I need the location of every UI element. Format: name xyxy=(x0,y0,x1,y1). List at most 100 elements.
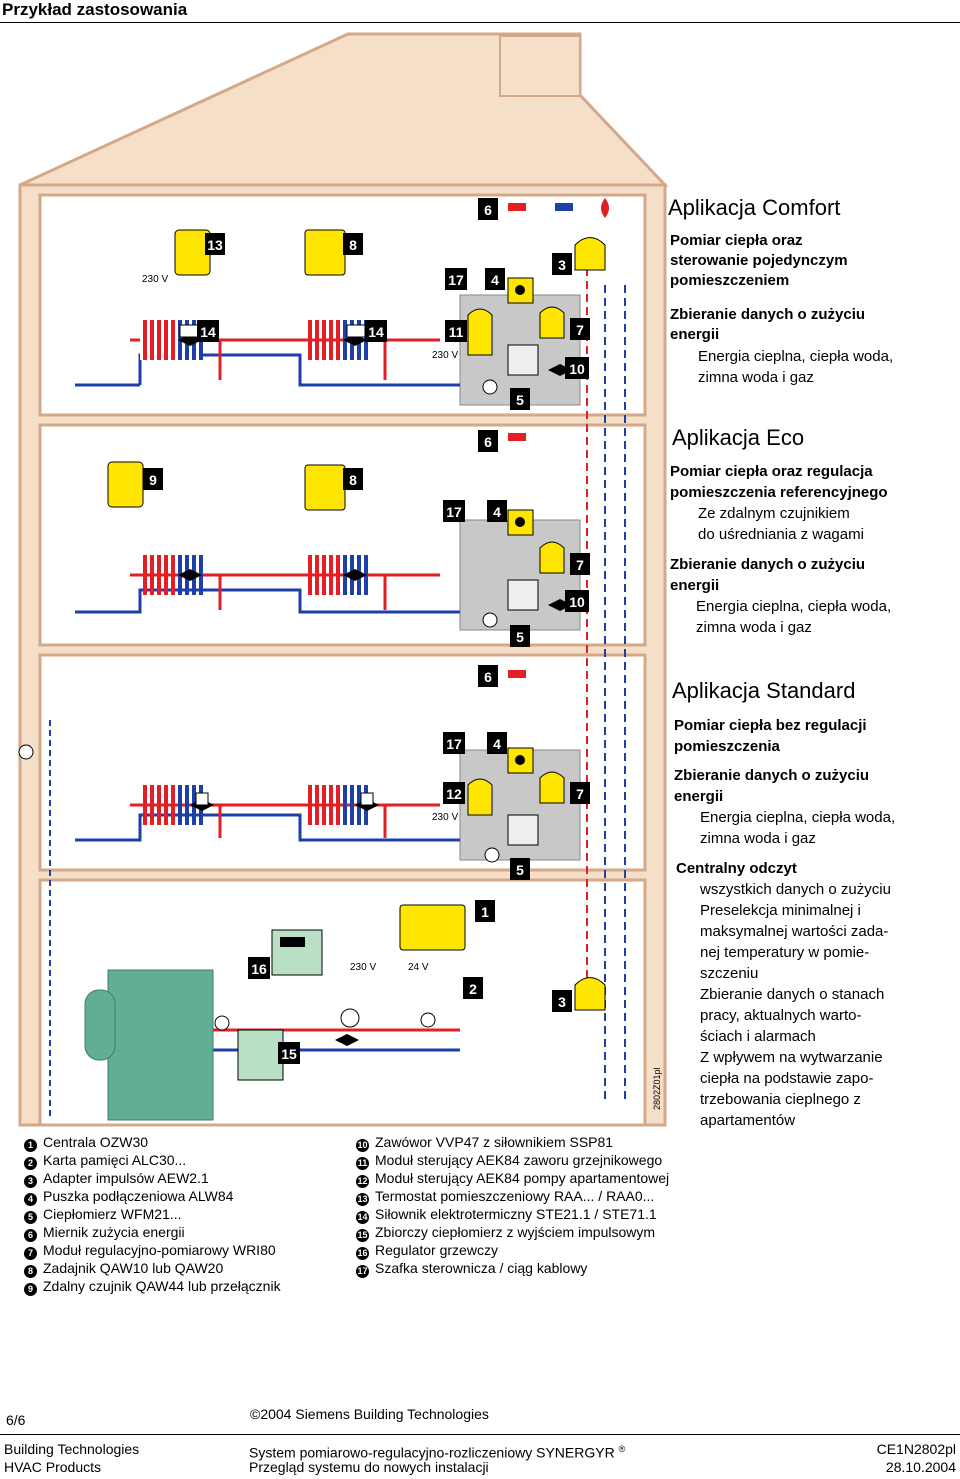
heat-meter-collective xyxy=(237,1029,284,1081)
svg-text:1: 1 xyxy=(481,904,489,920)
number-badges xyxy=(143,198,590,1064)
svg-text:16: 16 xyxy=(251,961,267,977)
comfort-data-2: energii xyxy=(670,326,720,343)
footer-company: Building Technologies xyxy=(4,1441,140,1457)
central-line: apartamentów xyxy=(700,1112,796,1129)
svg-text:14: 14 xyxy=(368,324,384,340)
svg-text:7: 7 xyxy=(576,786,584,802)
comfort-data-1: Zbieranie danych o zużyciu xyxy=(670,306,866,323)
footer-doc-title: Przegląd systemu do nowych instalacji xyxy=(249,1459,489,1475)
svg-text:2802Z01pl: 2802Z01pl xyxy=(652,1067,662,1110)
svg-text:4: 4 xyxy=(493,504,501,520)
pump xyxy=(340,1008,360,1028)
svg-text:4: 4 xyxy=(493,736,501,752)
comfort-sub-2: sterowanie pojedynczym xyxy=(670,252,848,269)
standard-sub-1: Pomiar ciepła bez regulacji xyxy=(674,717,867,734)
footer-date: 28.10.2004 xyxy=(885,1459,956,1475)
svg-text:17: 17 xyxy=(448,272,464,288)
standard-title: Aplikacja Standard xyxy=(672,678,856,703)
svg-text:17: 17 xyxy=(446,736,462,752)
footer-doc-code: CE1N2802pl xyxy=(876,1441,956,1457)
svg-text:14: 14 xyxy=(200,324,216,340)
central-title: Centralny odczyt xyxy=(676,860,797,877)
tap-icons xyxy=(508,198,609,678)
standard-data-2: energii xyxy=(674,788,724,805)
central-line: pracy, aktualnych warto- xyxy=(700,1007,862,1024)
svg-text:230 V: 230 V xyxy=(432,812,458,823)
comfort-sub-3: pomieszczeniem xyxy=(670,272,790,289)
comfort-detail-2: zimna woda i gaz xyxy=(698,369,814,386)
svg-text:3: 3 xyxy=(558,257,566,273)
central-line: Zbieranie danych o stanach xyxy=(700,986,885,1003)
svg-text:8: 8 xyxy=(349,472,357,488)
footer-division: HVAC Products xyxy=(4,1459,101,1475)
svg-text:5: 5 xyxy=(516,392,524,408)
comfort-detail-1: Energia cieplna, ciepła woda, xyxy=(698,348,894,365)
svg-text:11: 11 xyxy=(449,324,464,340)
svg-text:24 V: 24 V xyxy=(408,962,429,973)
eco-sub-1: Pomiar ciepła oraz regulacja xyxy=(670,463,873,480)
header-rule xyxy=(0,22,960,23)
standard-sub-2: pomieszczenia xyxy=(674,738,780,755)
central-line: Z wpływem na wytwarzanie xyxy=(700,1049,883,1066)
svg-text:8: 8 xyxy=(349,237,357,253)
svg-text:12: 12 xyxy=(446,786,462,802)
central-line: szczeniu xyxy=(700,965,759,982)
comfort-title: Aplikacja Comfort xyxy=(668,195,841,220)
eco-det-1: Ze zdalnym czujnikiem xyxy=(698,505,850,522)
svg-text:13: 13 xyxy=(207,237,223,253)
eco-sub-2: pomieszczenia referencyjnego xyxy=(670,484,888,501)
svg-text:4: 4 xyxy=(491,272,499,288)
eco-det-2: do uśredniania z wagami xyxy=(698,526,864,543)
svg-text:230 V: 230 V xyxy=(432,350,458,361)
svg-text:230 V: 230 V xyxy=(350,962,376,973)
svg-text:7: 7 xyxy=(576,557,584,573)
standard-detail-1: Energia cieplna, ciepła woda, xyxy=(700,809,896,826)
central-line: ciepła na podstawie zapo- xyxy=(700,1070,874,1087)
eco-detail-1: Energia cieplna, ciepła woda, xyxy=(696,598,892,615)
chimney xyxy=(499,35,581,97)
copyright: ©2004 Siemens Building Technologies xyxy=(250,1406,489,1422)
svg-text:17: 17 xyxy=(446,504,462,520)
comfort-sub-1: Pomiar ciepła oraz xyxy=(670,232,803,249)
central-line: wszystkich danych o zużyciu xyxy=(700,881,891,898)
svg-text:9: 9 xyxy=(149,472,157,488)
page-title: Przykład zastosowania xyxy=(2,0,188,19)
central-line: nej temperatury w pomie- xyxy=(700,944,870,961)
dashed-risers xyxy=(604,285,626,1100)
central-line: trzebowania cieplnego z xyxy=(700,1091,861,1108)
footer-rule xyxy=(0,1434,960,1435)
page-number: 6/6 xyxy=(6,1412,26,1428)
svg-text:2: 2 xyxy=(469,981,477,997)
central-line: ściach i alarmach xyxy=(700,1028,816,1045)
standard-detail-2: zimna woda i gaz xyxy=(700,830,816,847)
standard-data-1: Zbieranie danych o zużyciu xyxy=(674,767,870,784)
svg-text:3: 3 xyxy=(558,994,566,1010)
svg-text:6: 6 xyxy=(484,434,492,450)
radiator-fins xyxy=(143,320,368,825)
heat-meters xyxy=(507,344,539,846)
heating-controller xyxy=(271,929,323,976)
eco-detail-2: zimna woda i gaz xyxy=(696,619,812,636)
svg-text:6: 6 xyxy=(484,669,492,685)
eco-data-2: energii xyxy=(670,577,720,594)
boiler xyxy=(107,969,214,1121)
temp-sensors xyxy=(18,379,500,1031)
svg-text:5: 5 xyxy=(516,629,524,645)
yellow-devices xyxy=(107,229,606,1011)
